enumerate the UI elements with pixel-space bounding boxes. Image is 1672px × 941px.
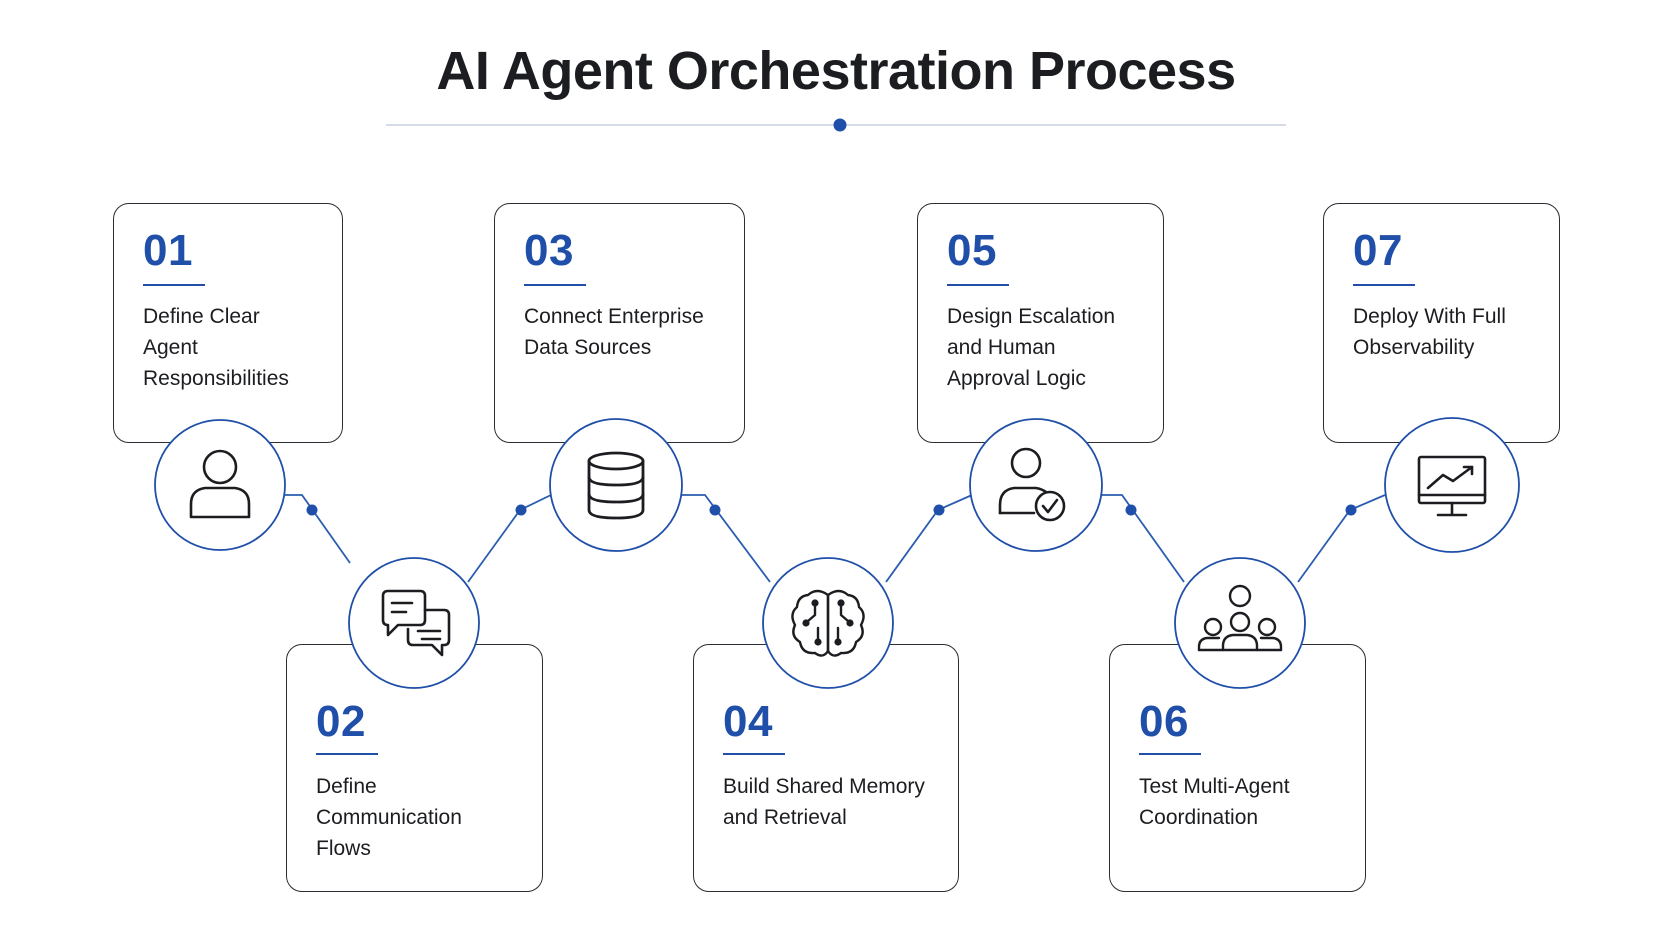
step-card-01: 01 Define Clear Agent Responsibilities [113, 203, 343, 443]
step-label: Build Shared Memory and Retrieval [723, 775, 925, 829]
step-number: 03 [524, 226, 574, 275]
step-label: Design Escalation and Human Approval Log… [947, 305, 1116, 390]
connector-4-5 [885, 494, 973, 583]
step-card-06: 06 Test Multi-Agent Coordination [1109, 644, 1366, 892]
connector-1-2 [284, 494, 351, 564]
connector-6-7 [1297, 494, 1386, 583]
step-label: Define Communication Flows [316, 775, 462, 860]
step-underline [1139, 753, 1201, 755]
step-card-04: 04 Build Shared Memory and Retrieval [693, 644, 959, 892]
step-underline [947, 284, 1009, 286]
step-label: Test Multi-Agent Coordination [1139, 775, 1290, 829]
step-number: 02 [316, 697, 366, 746]
step-card-03: 03 Connect Enterprise Data Sources [494, 203, 745, 443]
step-label: Deploy With Full Observability [1353, 305, 1506, 359]
step-card-02: 02 Define Communication Flows [286, 644, 543, 892]
page-title: AI Agent Orchestration Process [436, 41, 1236, 101]
connector-2-3 [467, 494, 552, 583]
step-number: 06 [1139, 697, 1189, 746]
connector-5-6 [1102, 494, 1185, 583]
step-underline [316, 753, 378, 755]
connector-3-4 [681, 494, 771, 583]
step-underline [143, 284, 205, 286]
step-underline [723, 753, 785, 755]
step-label: Define Clear Agent Responsibilities [143, 305, 289, 390]
step-card-07: 07 Deploy With Full Observability [1323, 203, 1560, 443]
title-divider-dot [833, 118, 847, 132]
step-number: 05 [947, 226, 997, 275]
step-card-05: 05 Design Escalation and Human Approval … [917, 203, 1164, 443]
step-underline [524, 284, 586, 286]
step-number: 01 [143, 226, 193, 275]
step-label: Connect Enterprise Data Sources [524, 305, 704, 359]
step-number: 07 [1353, 226, 1403, 275]
step-number: 04 [723, 697, 773, 746]
step-underline [1353, 284, 1415, 286]
